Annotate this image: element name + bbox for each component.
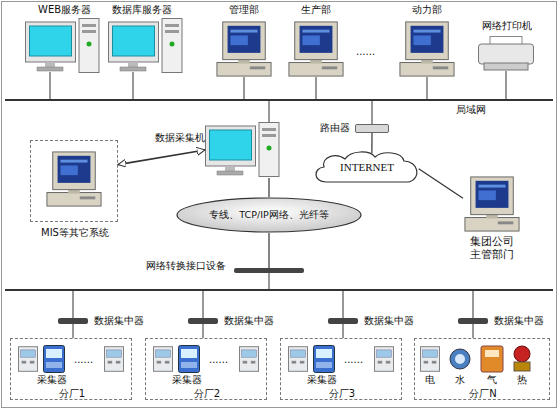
drop-wire: [269, 100, 270, 122]
network-ellipse: [177, 198, 361, 232]
drop-wire: [244, 77, 245, 100]
drop-wire: [372, 100, 373, 124]
drop-wire: [427, 77, 428, 100]
network-node: 分厂3: [280, 338, 402, 400]
network-node: 分厂N: [414, 338, 550, 400]
text-label: ......: [209, 354, 228, 366]
drop-wire: [73, 290, 74, 338]
meter-icon: [18, 347, 37, 372]
node-text: 数据采集机: [155, 132, 205, 144]
drop-wire: [506, 71, 507, 100]
node-text: 路由器: [320, 122, 354, 134]
network-node: 集团公司 主管部门: [463, 175, 521, 233]
text-label: 数据集中器: [364, 315, 414, 327]
node-text: 分厂2: [146, 388, 268, 400]
meter-icon: [153, 347, 172, 372]
drop-wire: [203, 290, 204, 338]
water-meter-icon: [450, 349, 470, 369]
network-node: 分厂1: [10, 338, 132, 400]
gas-meter-display: [485, 350, 499, 357]
drop-wire: [473, 290, 474, 338]
network-node: 数据采集机: [205, 122, 280, 178]
text-label: 生产部: [301, 4, 331, 16]
text-label: 局域网: [456, 104, 486, 116]
connector: [419, 169, 463, 198]
meter-icon: [374, 347, 393, 372]
network-node: 网络转换接口设备: [234, 268, 304, 273]
connector: [371, 133, 372, 153]
node-text: 网络转换接口设备: [146, 260, 230, 271]
workstation-icon: [217, 22, 271, 76]
drop-wire: [316, 77, 317, 100]
node-text: 分厂1: [11, 388, 133, 400]
text-label: 采集器: [37, 374, 67, 386]
drop-wire: [343, 290, 344, 338]
meter-icon: [239, 347, 258, 372]
heat-meter-icon: [514, 346, 530, 362]
network-node: MIS等其它系统: [30, 140, 118, 222]
node-text: 专线、TCP/IP网络、光纤等: [176, 209, 362, 220]
collector-icon: [44, 346, 65, 373]
text-label: 气: [487, 374, 497, 386]
connector: [268, 178, 269, 197]
text-label: 动力部: [412, 4, 442, 16]
text-label: 数据集中器: [494, 315, 544, 327]
connector: [268, 233, 269, 268]
text-label: 管理部: [229, 4, 259, 16]
drop-wire: [269, 273, 270, 290]
network-node: 路由器: [355, 124, 389, 133]
water-meter-dial: [455, 354, 465, 364]
node-text: 分厂N: [415, 388, 551, 400]
node-text: MIS等其它系统: [29, 227, 121, 239]
node-text: 集团公司 主管部门: [468, 235, 516, 261]
network-node: INTERNET: [312, 149, 422, 185]
text-label: 网络打印机: [482, 20, 532, 32]
concentrator-bar: [58, 318, 88, 324]
collector-computer-icon: [206, 123, 280, 177]
mis-computer-icon: [47, 152, 101, 206]
heat-meter-body: [514, 362, 530, 371]
node-text: 分厂3: [281, 388, 403, 400]
field-bus: [5, 289, 553, 291]
node-text: INTERNET: [312, 161, 422, 174]
text-label: 热: [517, 374, 527, 386]
concentrator-bar: [188, 318, 218, 324]
text-label: ......: [356, 46, 375, 58]
web-server-icon: [26, 19, 100, 73]
lan-bus: [5, 99, 553, 101]
electric-meter-icon: [420, 347, 439, 372]
database-server-icon: [109, 19, 183, 73]
drop-wire: [133, 72, 134, 100]
text-label: ......: [74, 354, 93, 366]
text-label: 水: [455, 374, 465, 386]
collector-icon: [179, 346, 200, 373]
group-computer-icon: [465, 177, 519, 231]
connector: [118, 150, 205, 165]
workstation-icon: [289, 22, 343, 76]
text-label: 数据集中器: [94, 315, 144, 327]
workstation-icon: [400, 22, 454, 76]
drop-wire: [50, 72, 51, 100]
text-label: 数据库服务器: [112, 4, 172, 16]
text-label: ......: [344, 354, 363, 366]
text-label: 采集器: [172, 374, 202, 386]
meter-icon: [104, 347, 123, 372]
meter-icon: [288, 347, 307, 372]
printer-icon: [479, 37, 534, 71]
text-label: WEB服务器: [38, 4, 91, 16]
collector-icon: [314, 346, 335, 373]
text-label: 数据集中器: [224, 315, 274, 327]
concentrator-bar: [328, 318, 358, 324]
network-node: 分厂2: [145, 338, 267, 400]
concentrator-bar: [458, 318, 488, 324]
network-node: 专线、TCP/IP网络、光纤等: [176, 197, 362, 233]
gas-meter-icon: [481, 346, 503, 372]
text-label: 电: [425, 374, 435, 386]
text-label: 采集器: [307, 374, 337, 386]
